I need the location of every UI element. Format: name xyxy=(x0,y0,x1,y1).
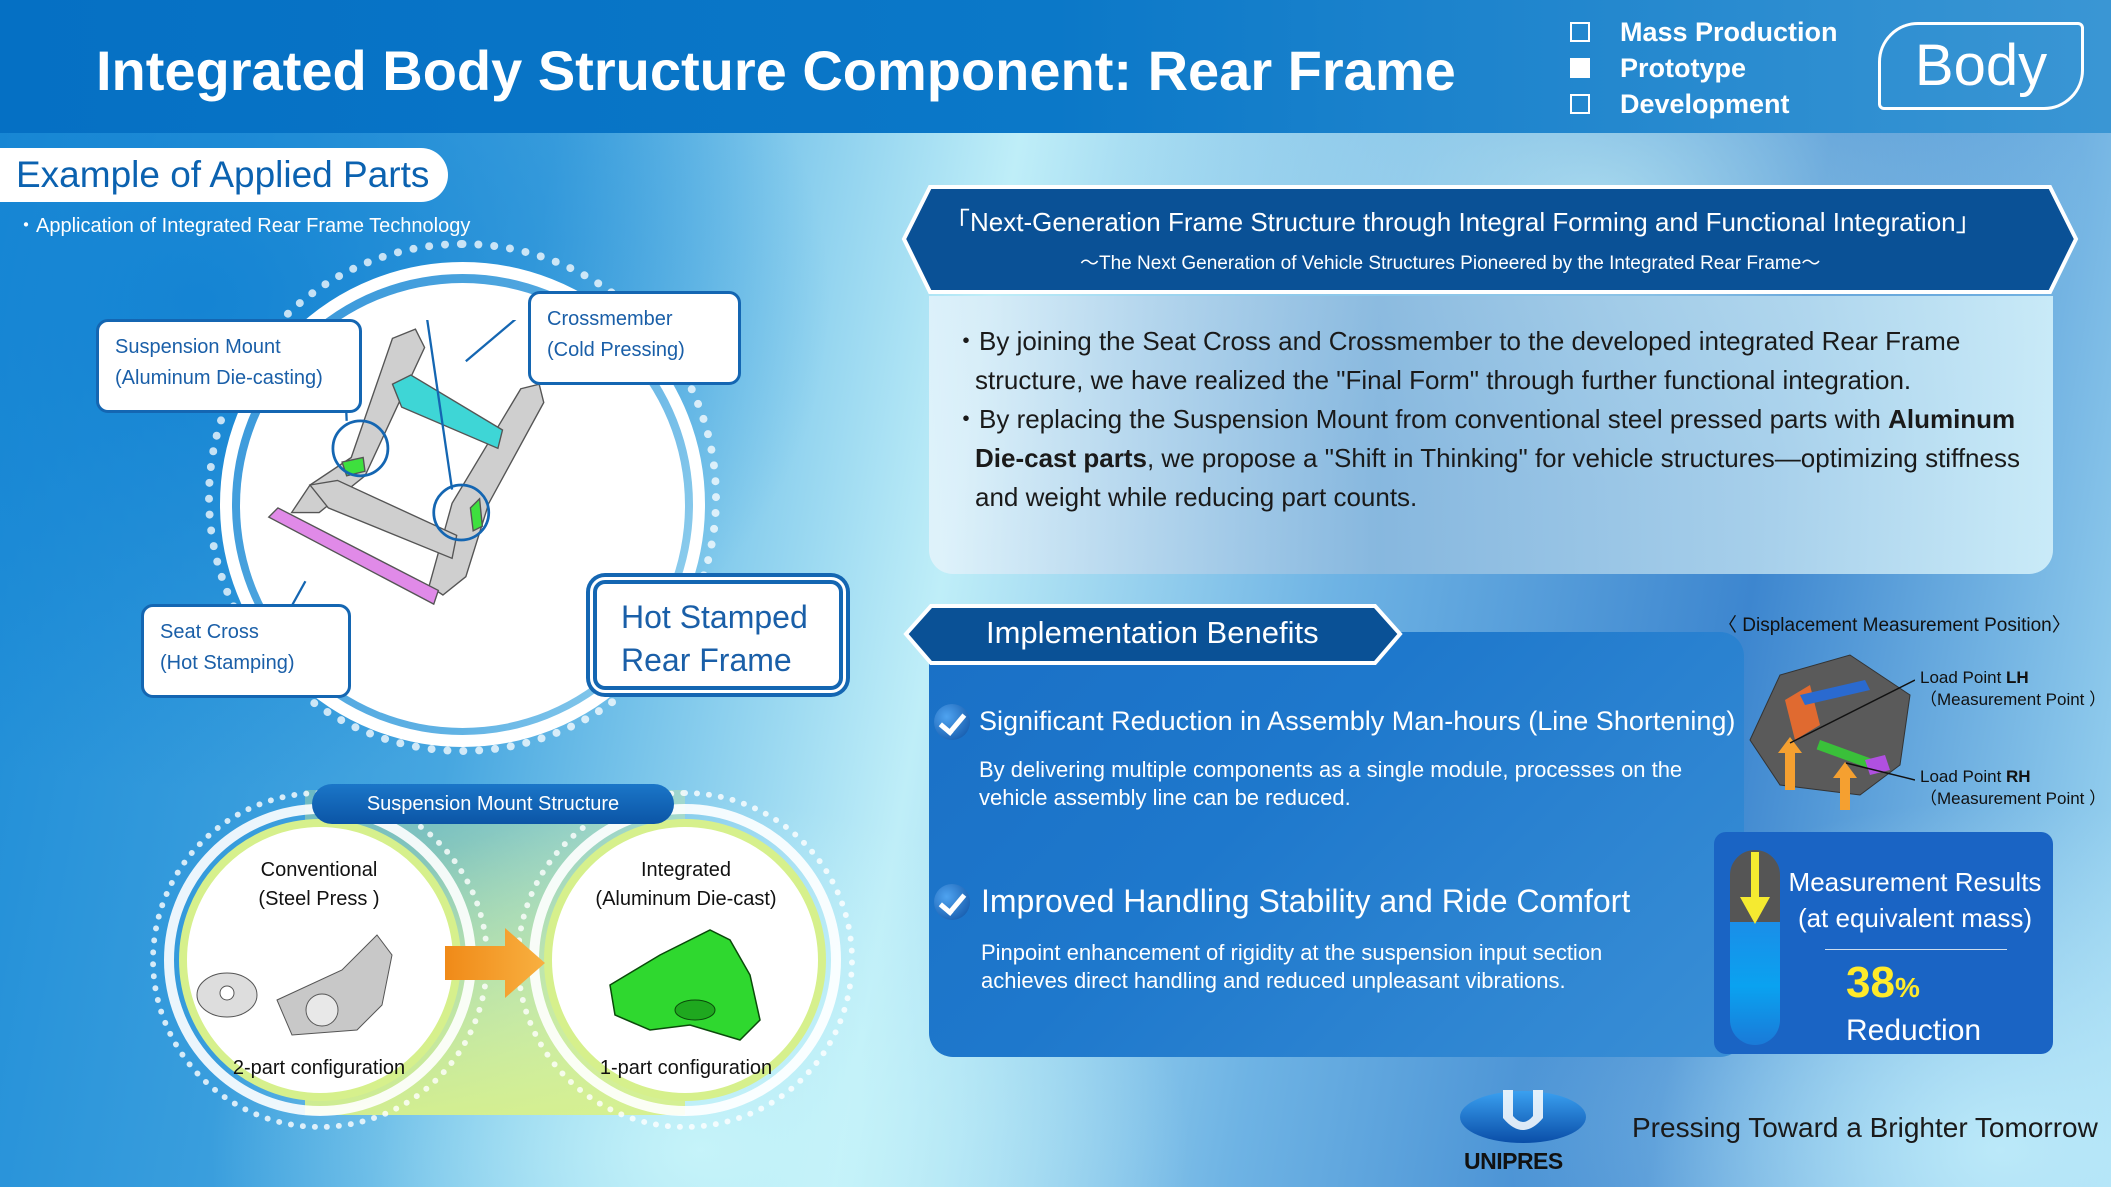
value-number: 38 xyxy=(1846,958,1895,1007)
mount-green-right xyxy=(469,497,484,532)
rear-frame-diagram xyxy=(267,328,545,606)
bullet-text: ・By replacing the Suspension Mount from … xyxy=(953,404,1889,434)
measurement-reduction-label: Reduction xyxy=(1846,1014,1982,1047)
bullet-2: ・By replacing the Suspension Mount from … xyxy=(953,400,2043,517)
decorative-ring xyxy=(205,240,720,755)
checkbox-icon xyxy=(1570,94,1590,114)
leader-line xyxy=(465,320,517,363)
callout-line: (Aluminum Die-casting) xyxy=(115,367,323,389)
callout-suspension-mount: Suspension Mount (Aluminum Die-casting) xyxy=(96,319,362,413)
stage-mass-production: Mass Production xyxy=(1570,14,1838,50)
section-subheading: ・Application of Integrated Rear Frame Te… xyxy=(16,215,471,237)
measurement-label: Measurement Results (at equivalent mass) xyxy=(1780,864,2050,936)
label-line: Integrated xyxy=(640,859,732,881)
benefits-banner xyxy=(903,604,1403,665)
measurement-value: 38% xyxy=(1846,958,1920,1013)
callout-line: (Hot Stamping) xyxy=(160,652,295,674)
benefit-2-title: Improved Handling Stability and Ride Com… xyxy=(981,883,1631,919)
highlight-ring-right xyxy=(432,483,491,542)
rear-beam xyxy=(308,479,458,560)
check-icon xyxy=(934,704,970,740)
integrated-config: 1-part configuration xyxy=(599,1057,773,1079)
benefit-1-title: Significant Reduction in Assembly Man-ho… xyxy=(979,706,1736,736)
callout-rear-frame: Hot Stamped Rear Frame xyxy=(590,577,846,693)
callout-line: Suspension Mount xyxy=(115,336,281,358)
concept-description-panel xyxy=(929,296,2053,574)
integrated-label: Integrated (Aluminum Die-cast) xyxy=(566,856,806,914)
load-label-sub: （Measurement Point ） xyxy=(1920,690,2107,709)
stage-label: Development xyxy=(1620,88,1790,119)
load-label-text: Load Point xyxy=(1920,767,2007,786)
stage-prototype: Prototype xyxy=(1570,50,1838,86)
callout-crossmember: Crossmember (Cold Pressing) xyxy=(528,291,741,385)
rear-frame-illustration xyxy=(267,320,545,624)
concept-description: ・By joining the Seat Cross and Crossmemb… xyxy=(953,322,2043,517)
stage-checklist: Mass Production Prototype Development xyxy=(1570,14,1838,122)
brand-name: UNIPRES xyxy=(1464,1148,1563,1174)
arrow-right-icon xyxy=(445,928,545,998)
callout-seat-cross: Seat Cross (Hot Stamping) xyxy=(141,604,351,698)
unipres-logo-icon xyxy=(1460,1090,1586,1143)
arrow-down-icon xyxy=(1740,852,1770,924)
callout-line: Hot Stamped xyxy=(621,599,808,635)
concept-banner xyxy=(901,185,2079,294)
bullet-emphasis: Aluminum Die-cast parts xyxy=(975,404,2016,473)
steel-press-parts-icon xyxy=(196,934,393,1036)
category-badge: Body xyxy=(1878,22,2084,110)
conventional-label: Conventional (Steel Press ) xyxy=(199,856,439,914)
benefits-title: Implementation Benefits xyxy=(986,615,1319,650)
stage-label: Mass Production xyxy=(1620,16,1838,47)
checkbox-icon xyxy=(1570,22,1590,42)
callout-line: (Cold Pressing) xyxy=(547,339,685,361)
divider xyxy=(1825,949,2007,950)
conventional-config: 2-part configuration xyxy=(232,1057,406,1079)
suspension-mount-structure-pill: Suspension Mount Structure xyxy=(312,784,674,824)
benefit-2-desc: Pinpoint enhancement of rigidity at the … xyxy=(981,940,1603,993)
load-label-text: Load Point xyxy=(1920,668,2007,687)
seat-cross xyxy=(267,507,440,606)
leader-line xyxy=(426,320,454,490)
header-bar: Integrated Body Structure Component: Rea… xyxy=(0,0,2111,133)
measurement-line: (at equivalent mass) xyxy=(1797,903,2033,933)
measurement-line: Measurement Results xyxy=(1788,867,2042,897)
measurement-position-illustration xyxy=(1749,654,1915,810)
checkbox-checked-icon xyxy=(1570,58,1590,78)
benefit-1-desc: By delivering multiple components as a s… xyxy=(979,757,1683,810)
load-point-lh: Load Point LH （Measurement Point ） xyxy=(1920,667,2106,711)
label-line: (Steel Press ) xyxy=(258,888,380,910)
load-label-side: RH xyxy=(2006,767,2031,786)
callout-line: Seat Cross xyxy=(160,621,259,643)
load-point-rh: Load Point RH （Measurement Point ） xyxy=(1920,766,2106,810)
concept-title: 「Next-Generation Frame Structure through… xyxy=(944,207,1982,237)
load-label-sub: （Measurement Point ） xyxy=(1920,789,2107,808)
bullet-text: ・By joining the Seat Cross and Crossmemb… xyxy=(953,326,1961,395)
concept-subtitle: ～The Next Generation of Vehicle Structur… xyxy=(1080,253,1821,274)
stage-development: Development xyxy=(1570,86,1838,122)
value-unit: % xyxy=(1894,972,1920,1003)
highlight-ring-left xyxy=(331,419,390,478)
callout-line: Crossmember xyxy=(547,308,673,330)
benefits-panel xyxy=(929,632,1744,1057)
bullet-text: , we propose a "Shift in Thinking" for v… xyxy=(975,443,2020,512)
section-heading: Example of Applied Parts xyxy=(0,148,448,202)
callout-line: Rear Frame xyxy=(621,642,792,678)
bullet-1: ・By joining the Seat Cross and Crossmemb… xyxy=(953,322,2043,400)
stage-label: Prototype xyxy=(1620,52,1747,83)
check-icon xyxy=(934,884,970,920)
load-label-side: LH xyxy=(2006,668,2029,687)
label-line: Conventional xyxy=(260,859,378,881)
conventional-circle xyxy=(179,819,461,1101)
crossmember xyxy=(391,374,504,450)
page-title: Integrated Body Structure Component: Rea… xyxy=(96,39,1456,102)
displacement-title: 〈 Displacement Measurement Position〉 xyxy=(1718,615,2071,636)
left-rail xyxy=(290,328,426,514)
aluminum-diecast-part-icon xyxy=(609,929,761,1041)
label-line: (Aluminum Die-cast) xyxy=(595,888,777,910)
tagline: Pressing Toward a Brighter Tomorrow xyxy=(1632,1112,2098,1143)
